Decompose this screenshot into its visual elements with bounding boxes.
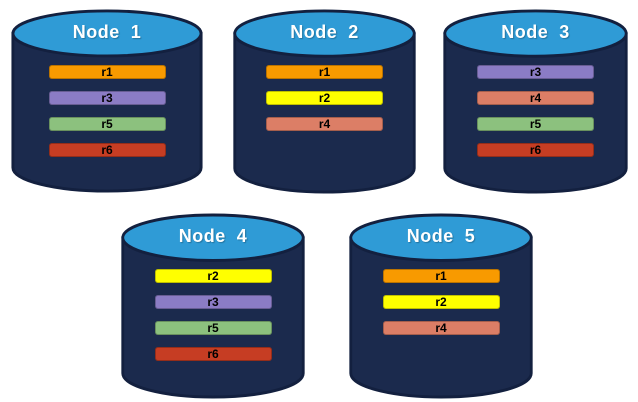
replica-list: r3 r4 r5 r6	[441, 65, 630, 157]
replica-bar-r2: r2	[154, 269, 272, 283]
node-title: Node 3	[501, 22, 570, 42]
replica-bar-r1: r1	[266, 65, 383, 79]
replica-bar-r4: r4	[266, 117, 383, 131]
node-4: Node 4 r2 r3 r5 r6	[119, 212, 307, 400]
replica-list: r1 r2 r4	[347, 269, 535, 335]
replica-list: r1 r3 r5 r6	[9, 65, 205, 157]
replica-bar-r1: r1	[48, 65, 166, 79]
replica-bar-r6: r6	[48, 143, 166, 157]
replica-bar-r5: r5	[477, 117, 594, 131]
node-5: Node 5 r1 r2 r4	[347, 212, 535, 400]
replica-bar-r4: r4	[382, 321, 500, 335]
replica-bar-r3: r3	[48, 91, 166, 105]
node-title: Node 4	[178, 226, 248, 246]
replica-bar-r5: r5	[48, 117, 166, 131]
node-title: Node 2	[290, 22, 359, 42]
replica-bar-r6: r6	[154, 347, 272, 361]
node-title: Node 1	[72, 22, 142, 42]
node-1: Node 1 r1 r3 r5 r6	[9, 8, 205, 194]
replica-list: r1 r2 r4	[231, 65, 418, 131]
replica-bar-r3: r3	[154, 295, 272, 309]
replica-bar-r3: r3	[477, 65, 594, 79]
node-title: Node 5	[406, 226, 476, 246]
replica-bar-r5: r5	[154, 321, 272, 335]
replica-bar-r2: r2	[266, 91, 383, 105]
replica-list: r2 r3 r5 r6	[119, 269, 307, 361]
replica-bar-r2: r2	[382, 295, 500, 309]
replica-bar-r6: r6	[477, 143, 594, 157]
replica-bar-r1: r1	[382, 269, 500, 283]
node-3: Node 3 r3 r4 r5 r6	[441, 8, 630, 195]
replica-bar-r4: r4	[477, 91, 594, 105]
node-2: Node 2 r1 r2 r4	[231, 8, 418, 195]
